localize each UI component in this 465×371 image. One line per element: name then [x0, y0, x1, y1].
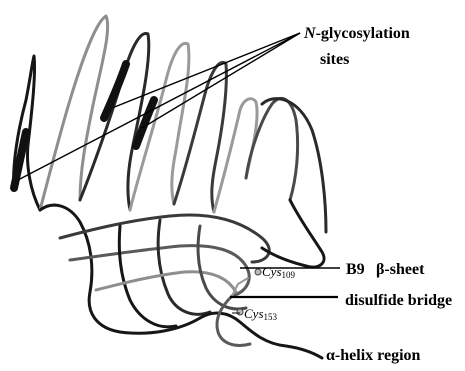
helix-region-label: α-helix region: [326, 347, 421, 364]
cys153-name: Cys: [244, 306, 264, 321]
glycosylation-label-suffix: -glycosylation: [316, 25, 410, 42]
protein-ribbon: [14, 16, 326, 358]
glycosylation-label: N-glycosylation: [303, 25, 410, 42]
cys153-number: 153: [264, 312, 278, 322]
b9-label: B9: [346, 261, 365, 278]
glycosylation-segment-2: [104, 64, 126, 118]
ribbon-strand-6: [246, 98, 298, 200]
ribbon-right-loop: [262, 200, 324, 267]
ribbon-lower-loop-4: [119, 226, 176, 327]
glyco-pointer-2: [112, 33, 300, 108]
ribbon-right-loop-2: [262, 99, 326, 232]
cys153-residue: [237, 309, 243, 315]
disulfide-bridge-label: disulfide bridge: [345, 292, 452, 309]
cys109-number: 109: [282, 270, 296, 280]
cys109-name: Cys: [262, 264, 282, 279]
cys109-label: Cys109: [262, 264, 296, 280]
ribbon-strand-left-b: [40, 16, 108, 210]
ribbon-lower-loop-5: [158, 220, 210, 314]
beta-sheet-label: β-sheet: [376, 261, 425, 278]
cys153-label: Cys153: [244, 306, 278, 322]
glycosylation-label-sites: sites: [320, 51, 349, 68]
cys109-residue: [255, 269, 261, 275]
